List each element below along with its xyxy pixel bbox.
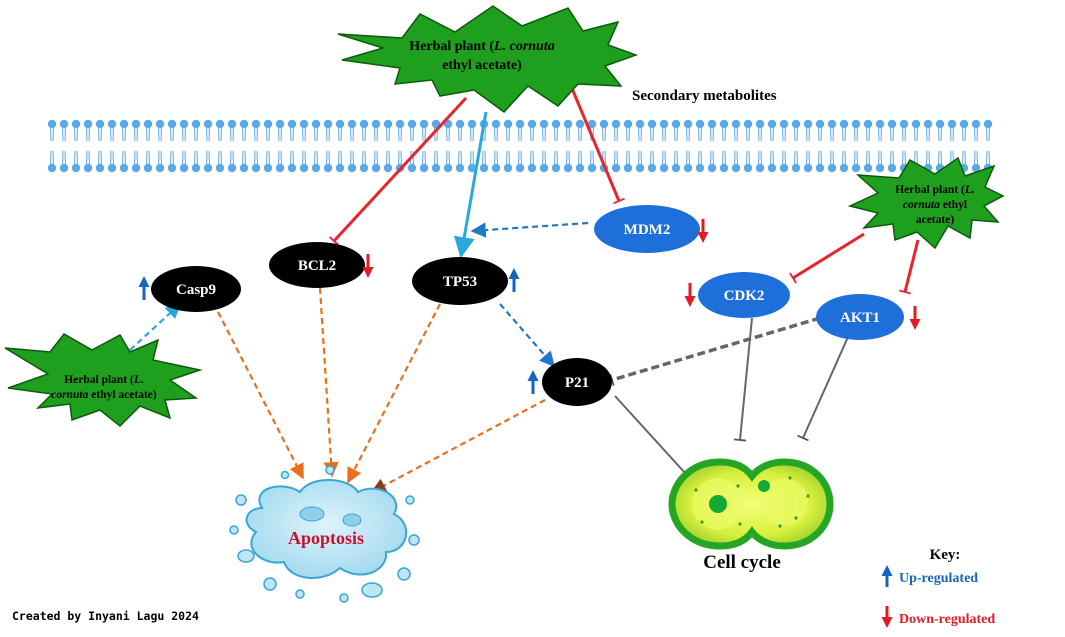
up-arrow-icon [508,268,520,292]
up-arrow-icon [881,565,893,587]
cell-membrane [46,118,994,174]
node-bcl2-label: BCL2 [298,258,336,274]
svg-text:cornuta ethyl acetate): cornuta ethyl acetate) [51,389,157,401]
herbal-plant-left: Herbal plant (L. cornuta ethyl acetate) [4,333,203,428]
node-casp9-label: Casp9 [176,282,216,298]
down-arrow-icon [881,606,893,628]
node-akt1: AKT1 [816,294,904,340]
p21-inhibit-cellcycle [614,395,692,479]
down-arrow-icon [909,306,921,330]
plant-burst-shape [4,333,203,428]
node-akt1-label: AKT1 [840,310,880,326]
cell-cycle-label: Cell cycle [703,552,781,573]
node-p21-label: P21 [565,375,589,391]
node-bcl2: BCL2 [269,242,365,288]
plant-top-line1-italic: L. cornuta [493,39,555,54]
dividing-cell-icon [668,458,834,550]
svg-text:cornuta ethyl: cornuta ethyl [903,199,967,211]
plant-right-line1-italic: L. [964,184,975,196]
activate-plant-to-casp9 [129,302,182,351]
legend: Key: Up-regulated Down-regulated [881,547,995,628]
cdk2-inhibit-cellcycle [733,317,753,442]
plant-top-line1-pre: Herbal plant ( [409,39,494,54]
svg-text:Herbal plant (L.: Herbal plant (L. [64,374,144,386]
plant-right-line2-italic: cornuta [903,199,940,211]
node-mdm2: MDM2 [594,205,700,253]
bcl2-to-apoptosis [318,287,339,478]
activate-plant-to-tp53 [453,111,488,259]
down-arrow-icon [697,219,709,243]
down-arrow-icon [684,283,696,307]
plant-right-line3: acetate) [916,214,954,226]
casp9-to-apoptosis [217,311,304,480]
node-cdk2-label: CDK2 [724,288,765,304]
connections [129,85,920,493]
akt1-inhibit-p21 [609,316,821,387]
node-tp53-label: TP53 [443,274,477,290]
plant-left-line2-italic: cornuta [51,389,88,401]
apoptosis-label: Apoptosis [288,528,364,548]
plant-left-line2-post: ethyl acetate) [88,389,156,401]
tp53-to-p21 [499,303,556,368]
inhibit-plant-to-bcl2 [328,96,468,246]
inhibit-plant-to-akt1 [898,239,920,295]
plant-top-line2: ethyl acetate) [442,58,522,73]
plant-burst-shape [847,156,1005,250]
plant-left-line1-italic: L. [133,374,144,386]
regulation-arrows [138,219,921,394]
legend-title: Key: [930,547,961,563]
up-arrow-icon [138,276,150,300]
svg-text:Herbal plant (L. cornuta: Herbal plant (L. cornuta [409,39,554,54]
legend-down-label: Down-regulated [899,612,995,627]
legend-up-label: Up-regulated [899,571,978,586]
down-arrow-icon [362,254,374,278]
svg-text:Herbal plant (L.: Herbal plant (L. [895,184,975,196]
node-casp9: Casp9 [151,266,241,312]
tp53-to-apoptosis [347,303,441,484]
mdm2-to-tp53 [470,221,589,238]
node-p21: P21 [542,358,612,406]
inhibit-plant-to-cdk2 [789,232,865,284]
node-mdm2-label: MDM2 [624,222,671,238]
node-tp53: TP53 [412,257,508,305]
up-arrow-icon [527,370,539,394]
secondary-metabolites-label: Secondary metabolites [632,88,777,104]
plant-left-line1-pre: Herbal plant ( [64,374,134,386]
inhibit-plant-to-mdm2 [569,85,625,205]
plant-right-line2-post: ethyl [940,199,967,211]
plant-right-line1-pre: Herbal plant ( [895,184,965,196]
node-cdk2: CDK2 [698,272,790,318]
herbal-plant-right: Herbal plant (L. cornuta ethyl acetate) [847,156,1005,250]
credit-label: Created by Inyani Lagu 2024 [12,609,199,623]
plant-burst-shape [337,5,639,114]
apoptosis-cell-icon [229,465,420,603]
p21-to-apoptosis [370,399,546,493]
akt1-inhibit-cellcycle [797,336,849,442]
herbal-plant-top: Herbal plant (L. cornuta ethyl acetate) [337,5,639,114]
